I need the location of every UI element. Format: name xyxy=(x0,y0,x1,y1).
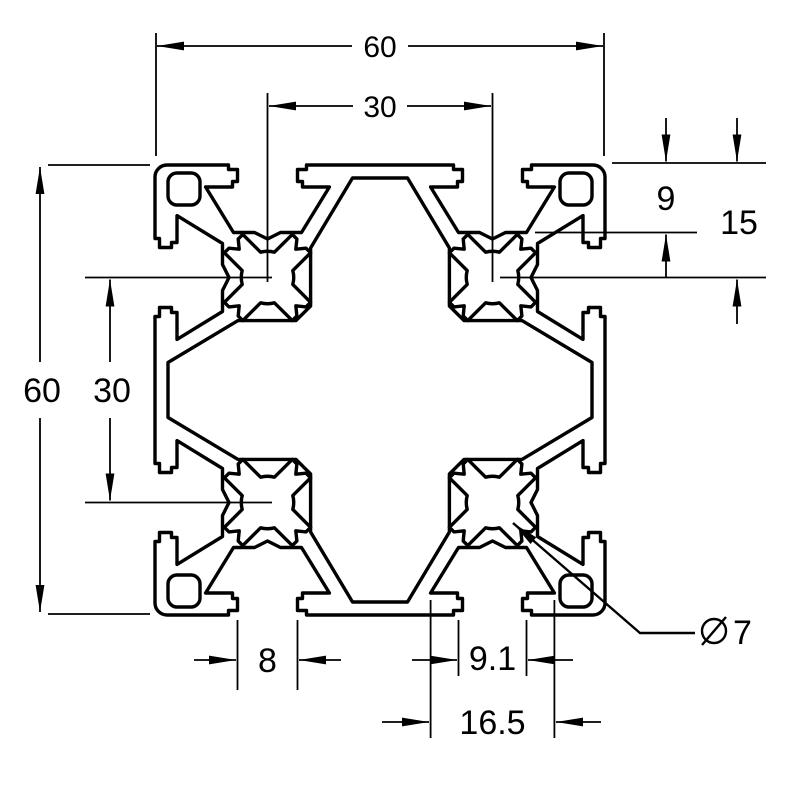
dim-label-pitch-vertical: 30 xyxy=(93,372,131,410)
dim-label-slot-depth: 9 xyxy=(657,180,676,218)
dim-label-bore-diameter: 7 xyxy=(733,614,752,652)
corner-hole-bottom-right xyxy=(558,573,594,609)
dim-label-overall-height: 60 xyxy=(23,372,61,410)
dim-overall-height: 60 xyxy=(23,164,150,615)
corner-hole-top-right xyxy=(558,171,594,207)
dim-pitch-vertical: 30 xyxy=(85,276,272,504)
dim-label-slot-opening: 8 xyxy=(258,642,277,680)
dim-bore-center-depth: 15 xyxy=(500,118,766,324)
dim-pitch-horizontal: 30 xyxy=(266,91,494,282)
dim-bore-diameter: 7 xyxy=(512,522,752,652)
dim-label-bore-center-depth: 15 xyxy=(720,204,758,242)
leader-line xyxy=(512,522,695,635)
dim-label-overall-width: 60 xyxy=(363,31,396,64)
dim-slot-floor-width: 9.1 xyxy=(412,620,573,678)
diameter-symbol-icon xyxy=(700,616,728,646)
dim-overall-width: 60 xyxy=(155,31,605,156)
dim-label-slot-floor-width: 9.1 xyxy=(469,640,516,678)
dim-label-slot-inner-width: 16.5 xyxy=(459,704,525,742)
dimensions: 60 30 60 30 xyxy=(23,31,766,742)
corner-hole-bottom-left xyxy=(166,573,202,609)
corner-hole-top-left xyxy=(166,171,202,207)
dim-slot-depth: 9 xyxy=(535,118,766,278)
dim-label-pitch-horizontal: 30 xyxy=(363,91,396,124)
dim-slot-inner-width: 16.5 xyxy=(382,600,601,742)
central-cavity xyxy=(166,176,594,604)
dim-slot-opening: 8 xyxy=(194,620,341,690)
